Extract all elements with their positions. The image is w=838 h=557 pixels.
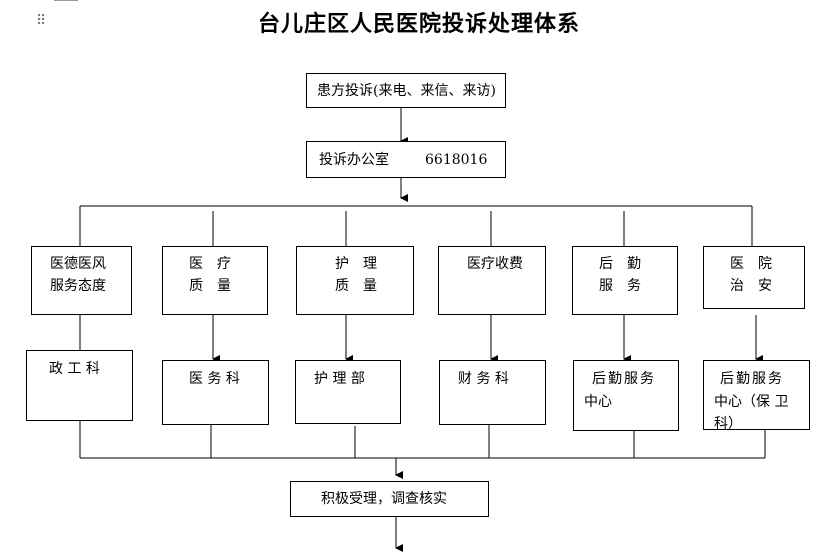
category-label-line2: 服 务 <box>599 278 641 294</box>
department-label: 政 工 科 <box>49 361 100 377</box>
category-label-line1: 医疗收费 <box>467 256 523 272</box>
department-box: 财 务 科 <box>439 360 546 425</box>
department-box: 护 理 部 <box>295 360 401 424</box>
category-box: 医疗收费 <box>438 246 546 315</box>
office-phone: 6618016 <box>425 152 488 168</box>
category-box: 后 勤 服 务 <box>572 246 678 315</box>
complaint-source-label: 患方投诉(来电、来信、来访) <box>317 83 496 99</box>
category-box: 医 疗 质 量 <box>162 246 268 315</box>
category-box: 护 理 质 量 <box>296 246 414 315</box>
category-box: 医德医风 服务态度 <box>31 246 132 315</box>
department-label: 后勤服务 <box>592 371 656 387</box>
department-label-line2: 中心（保 卫 科） <box>714 394 789 430</box>
department-box: 后勤服务 中心（保 卫 科） <box>703 360 810 430</box>
complaint-office-box: 投诉办公室 6618016 <box>306 141 506 178</box>
department-label: 护 理 部 <box>314 371 365 387</box>
department-label: 财 务 科 <box>458 371 509 387</box>
category-label-line1: 护 理 <box>335 256 377 272</box>
department-label-line2: 中心 <box>584 394 612 410</box>
department-box: 政 工 科 <box>26 350 133 421</box>
category-label-line1: 医 院 <box>730 256 772 272</box>
category-label-line2: 质 量 <box>189 278 231 294</box>
category-label-line1: 医德医风 <box>50 256 106 272</box>
drag-handle-icon[interactable]: ⠿ <box>36 13 47 29</box>
page-title: 台儿庄区人民医院投诉处理体系 <box>257 11 580 37</box>
category-label-line2: 质 量 <box>335 278 377 294</box>
category-box: 医 院 治 安 <box>703 246 805 309</box>
category-label-line2: 治 安 <box>730 278 772 294</box>
top-marker <box>54 0 78 1</box>
category-label-line1: 医 疗 <box>189 256 231 272</box>
final-action-label: 积极受理，调查核实 <box>321 491 447 507</box>
department-box: 医 务 科 <box>162 360 269 425</box>
department-label: 后勤服务 <box>720 371 784 387</box>
complaint-source-box: 患方投诉(来电、来信、来访) <box>306 73 506 108</box>
final-action-box: 积极受理，调查核实 <box>290 481 489 517</box>
department-label: 医 务 科 <box>189 371 240 387</box>
category-label-line1: 后 勤 <box>599 256 641 272</box>
department-box: 后勤服务 中心 <box>573 360 679 431</box>
office-label: 投诉办公室 <box>319 152 389 168</box>
category-label-line2: 服务态度 <box>50 278 106 294</box>
